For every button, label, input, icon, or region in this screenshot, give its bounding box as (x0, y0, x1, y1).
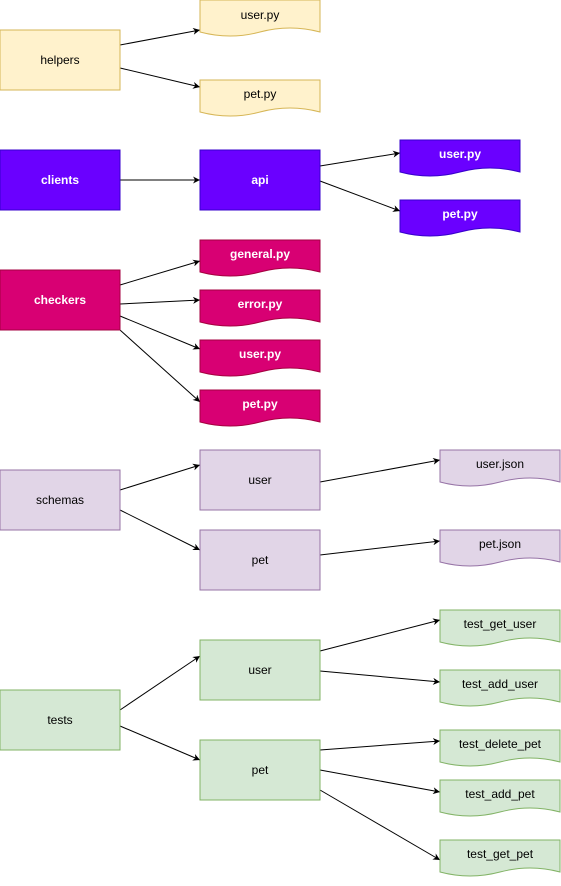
node-test-get-user[interactable]: test_get_user (439, 609, 561, 647)
group-schemas: schemas user pet user.json pet.json (0, 449, 561, 591)
edge-pet-test-get-pet (319, 789, 441, 861)
node-helpers-label: helpers (40, 53, 79, 67)
node-clients-pet-py[interactable]: pet.py (399, 199, 521, 237)
edge-schema-user-json (319, 457, 441, 483)
edge-api-pet (319, 180, 401, 212)
edge-helpers-pet (119, 67, 201, 89)
node-api[interactable]: api (199, 149, 321, 211)
node-test-add-user-label: test_add_user (462, 677, 538, 691)
node-schemas-label: schemas (36, 493, 84, 507)
node-checkers-user-py-label: user.py (239, 347, 281, 361)
node-test-get-pet[interactable]: test_get_pet (439, 839, 561, 877)
node-test-delete-pet[interactable]: test_delete_pet (439, 729, 561, 767)
edges (119, 27, 441, 861)
group-clients: clients api user.py pet.py (0, 139, 521, 237)
node-tests-pet-label: pet (252, 763, 269, 777)
node-clients[interactable]: clients (0, 149, 121, 211)
edge-checkers-user (119, 315, 201, 350)
node-checkers-general-py[interactable]: general.py (199, 239, 321, 277)
node-tests-pet[interactable]: pet (199, 739, 321, 801)
edge-schema-pet-json (319, 538, 441, 556)
node-pet-json[interactable]: pet.json (439, 529, 561, 567)
node-clients-label: clients (41, 173, 79, 187)
node-schemas-pet[interactable]: pet (199, 529, 321, 591)
edge-schemas-user (119, 463, 201, 491)
node-helpers-pet-py-label: pet.py (244, 87, 277, 101)
edge-schemas-pet (119, 509, 201, 551)
node-test-delete-pet-label: test_delete_pet (459, 737, 542, 751)
group-tests: tests user pet test_get_user test_add_us… (0, 609, 561, 877)
node-checkers-pet-py-label: pet.py (242, 397, 278, 411)
node-user-json-label: user.json (476, 457, 524, 471)
node-schemas-pet-label: pet (252, 553, 269, 567)
edge-api-user (319, 150, 401, 167)
node-tests-user-label: user (248, 663, 271, 677)
edge-tests-pet (119, 725, 201, 761)
node-checkers-pet-py[interactable]: pet.py (199, 389, 321, 427)
node-clients-pet-py-label: pet.py (442, 207, 478, 221)
node-api-label: api (251, 173, 268, 187)
node-schemas-user-label: user (248, 473, 271, 487)
node-clients-user-py-label: user.py (439, 147, 481, 161)
node-pet-json-label: pet.json (479, 537, 521, 551)
node-test-add-pet[interactable]: test_add_pet (439, 779, 561, 817)
node-user-json[interactable]: user.json (439, 449, 561, 487)
node-checkers-error-py-label: error.py (238, 297, 283, 311)
node-checkers-general-py-label: general.py (230, 247, 290, 261)
edge-pet-test-add-pet (319, 769, 441, 795)
node-test-get-user-label: test_get_user (464, 617, 537, 631)
node-tests-label: tests (47, 713, 72, 727)
edge-user-test-add-user (319, 670, 441, 685)
group-checkers: checkers general.py error.py user.py pet… (0, 239, 321, 427)
group-helpers: helpers user.py pet.py (0, 0, 321, 117)
edge-checkers-general (119, 259, 201, 286)
node-helpers-user-py[interactable]: user.py (199, 0, 321, 37)
edge-pet-test-delete-pet (319, 738, 441, 751)
node-test-get-pet-label: test_get_pet (467, 847, 534, 861)
node-helpers[interactable]: helpers (0, 29, 121, 91)
node-helpers-pet-py[interactable]: pet.py (199, 79, 321, 117)
edge-checkers-error (119, 296, 201, 305)
edge-checkers-pet (119, 329, 201, 403)
node-tests-user[interactable]: user (199, 639, 321, 701)
node-test-add-user[interactable]: test_add_user (439, 669, 561, 707)
node-checkers-label: checkers (34, 293, 86, 307)
node-checkers-user-py[interactable]: user.py (199, 339, 321, 377)
edge-tests-user (119, 655, 201, 711)
node-schemas[interactable]: schemas (0, 469, 121, 531)
node-test-add-pet-label: test_add_pet (465, 787, 535, 801)
node-clients-user-py[interactable]: user.py (399, 139, 521, 177)
node-helpers-user-py-label: user.py (241, 8, 280, 22)
node-schemas-user[interactable]: user (199, 449, 321, 511)
node-checkers-error-py[interactable]: error.py (199, 289, 321, 327)
edge-user-test-get-user (319, 618, 441, 652)
edge-helpers-user (119, 27, 201, 46)
node-tests[interactable]: tests (0, 689, 121, 751)
node-checkers[interactable]: checkers (0, 269, 121, 331)
